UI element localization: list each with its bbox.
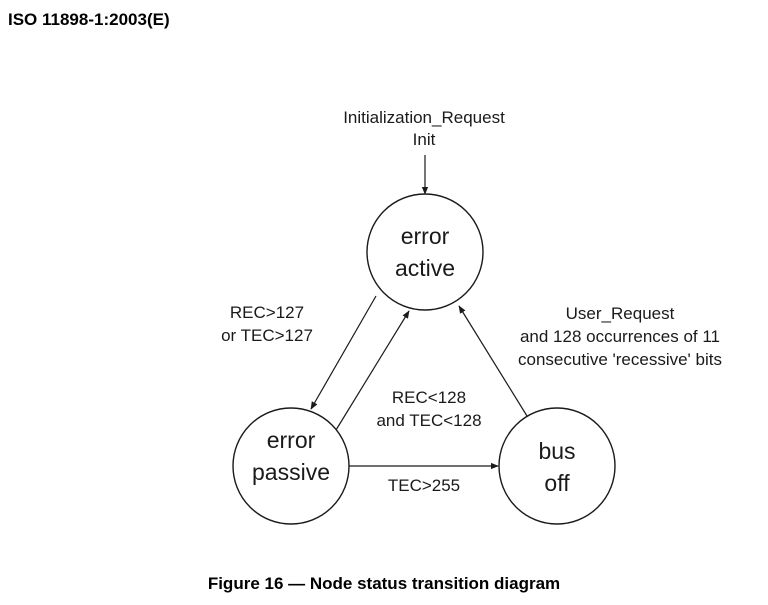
state-error-passive-label-line1: error <box>267 427 316 453</box>
transition-label-passive-to-active-line1: REC<128 <box>392 388 466 407</box>
transition-label-busoff-to-active-line2: and 128 occurrences of 11 <box>520 327 720 346</box>
state-error-active-label-line2: active <box>395 255 455 281</box>
init-label: Init <box>413 130 436 149</box>
state-error-active-node <box>366 193 484 311</box>
transition-label-busoff-to-active-line1: User_Request <box>566 304 675 323</box>
state-bus-off-node <box>498 407 616 525</box>
init-request-label: Initialization_Request <box>343 108 505 127</box>
transition-label-active-to-passive-line2: or TEC>127 <box>221 326 313 345</box>
document-header: ISO 11898-1:2003(E) <box>8 10 170 29</box>
state-bus-off-label-line2: off <box>544 470 570 496</box>
transition-arrow-active-to-passive <box>310 295 377 410</box>
transition-label-busoff-to-active-line3: consecutive 'recessive' bits <box>518 350 722 369</box>
figure-caption: Figure 16 — Node status transition diagr… <box>207 574 561 593</box>
transition-label-active-to-passive-line1: REC>127 <box>230 303 304 322</box>
transition-label-passive-to-busoff: TEC>255 <box>388 476 460 495</box>
state-error-passive-label-line2: passive <box>252 459 330 485</box>
state-bus-off-label-line1: bus <box>538 438 575 464</box>
state-error-active-label-line1: error <box>401 223 450 249</box>
transition-label-passive-to-active-line2: and TEC<128 <box>376 411 481 430</box>
transition-arrow-busoff-to-active <box>458 305 528 417</box>
transition-arrow-passive-to-active <box>335 310 410 431</box>
